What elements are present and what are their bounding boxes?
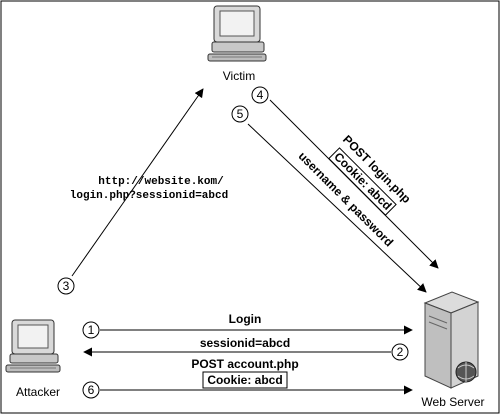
cookie-attacker-label: Cookie: abcd: [207, 373, 282, 387]
step-5-number: 5: [237, 107, 244, 121]
url-line-1: http://website.kom/: [98, 176, 224, 188]
step-4-circle: [251, 86, 269, 104]
step-4-number: 4: [257, 88, 264, 102]
attacker-computer-icon: [5, 319, 61, 373]
url-line-2: login.php?sessionid=abcd: [70, 190, 228, 202]
web-server-icon: [423, 291, 480, 389]
web-server-label: Web Server: [421, 395, 484, 409]
step-1-circle: [82, 321, 100, 339]
step-3-circle: [57, 277, 75, 295]
arrow-send-link: [71, 88, 204, 277]
arrow-credentials: [247, 123, 427, 293]
victim-label: Victim: [223, 69, 255, 83]
step-6-number: 6: [88, 383, 95, 397]
cookie-victim-box: [328, 147, 397, 216]
step-2-number: 2: [397, 345, 404, 359]
step-1-number: 1: [88, 323, 95, 337]
attacker-label: Attacker: [16, 385, 60, 399]
step-3-number: 3: [63, 279, 70, 293]
step-6-circle: [82, 381, 100, 399]
post-account-label: POST account.php: [191, 357, 298, 371]
sessionid-label: sessionid=abcd: [200, 336, 290, 350]
victim-computer-icon: [207, 5, 267, 62]
step-2-circle: [391, 343, 409, 361]
login-label: Login: [229, 312, 262, 326]
step-5-circle: [231, 105, 249, 123]
cookie-attacker-box: [202, 371, 288, 389]
